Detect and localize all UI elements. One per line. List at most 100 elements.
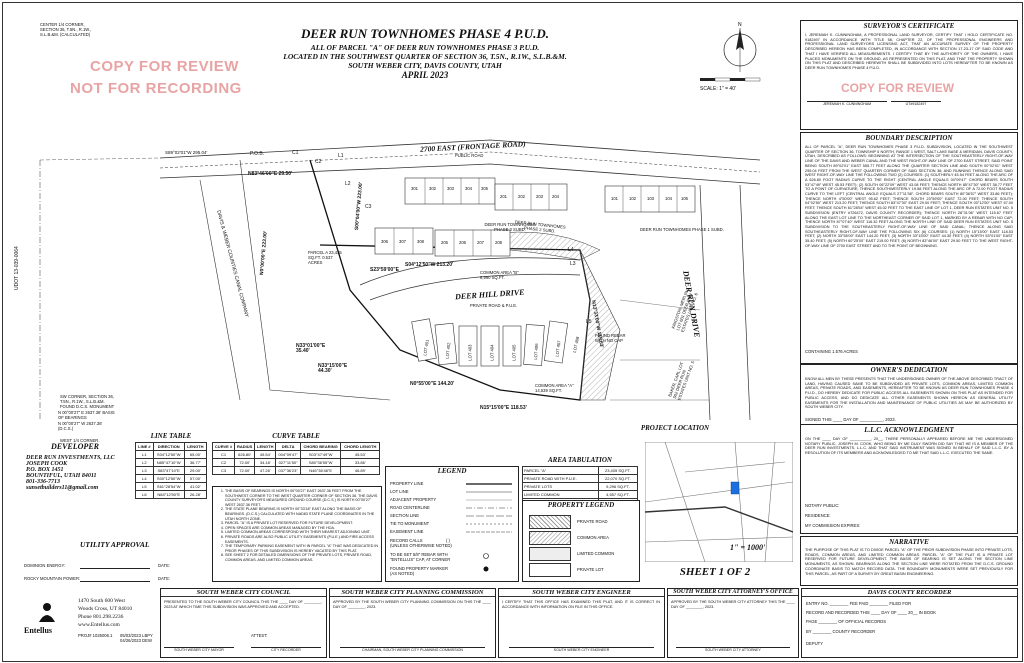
unit-105: 105 (681, 196, 688, 201)
entellus-address-2: Woods Cross, UT 84010 (78, 606, 133, 612)
unit-206: 206 (459, 240, 466, 245)
approval-city-council-text: PRESENTED TO THE SOUTH WEBER CITY COUNCI… (164, 600, 322, 609)
swatch-limited-common (529, 547, 571, 561)
title-date: APRIL 2023 (401, 70, 449, 80)
bearing-4: S23°59'00"E (370, 267, 399, 273)
legend-item-section-line: SECTION LINE (390, 513, 420, 518)
unit-205: 205 (441, 240, 448, 245)
note-item: PRIVATE ROADS ARE ALSO PUBLIC UTILITY EA… (225, 535, 381, 544)
surveyors-certificate-panel: SURVEYOR'S CERTIFICATE I, JEREMIAH K. CU… (800, 20, 1018, 130)
developer-line-4: BOUNTIFUL, UTAH 84011 (26, 473, 97, 479)
project-location-map (645, 442, 793, 562)
legend-item-record-calls: RECORD CALLS (390, 538, 423, 543)
county-recorder-heading: DAVIS COUNTY RECORDER (802, 589, 1017, 597)
owners-signed-date: SIGNED THIS ____ DAY OF __________, 2023… (805, 417, 896, 422)
common-a-label: COMMON AREA "A" 14,539 SQ.FT. (535, 383, 574, 394)
developer-line-6: sunsetbuilders11@gmail.com (26, 485, 99, 491)
developer-line-1: DEER RUN INVESTMENTS, LLC (26, 455, 115, 461)
curve-c1: C1 (292, 150, 299, 156)
note-item: THE BASIS OF BEARINGS IS NORTH 00°00'27"… (225, 489, 381, 507)
entellus-name: Entellus (24, 626, 53, 635)
center-quarter-corner-note: CENTER 1/4 CORNER, SECTION 36, T.5N., R.… (40, 22, 92, 38)
legend-panel: LEGEND PROPERTY LINE LOT LINE ADJACENT P… (385, 466, 519, 582)
approval-city-council: SOUTH WEBER CITY COUNCIL PRESENTED TO TH… (160, 588, 327, 658)
property-legend-heading: PROPERTY LEGEND (547, 501, 615, 509)
recorder-line-2: RECORD AND RECORDED THIS ____ DAY OF ___… (806, 610, 937, 615)
found-rebar-label: FOUND REBAR WITH NO CAP (595, 333, 626, 344)
unit-301: 301 (411, 186, 418, 191)
legend-line-symbols (466, 483, 512, 572)
project-location-heading: PROJECT LOCATION (640, 424, 710, 432)
bearing-8: N0°55'00"E 144.20' (410, 381, 455, 387)
developer-line-5: 801-336-7713 (26, 479, 60, 485)
parcel-a-label: PARCEL A 23,435 SQ.FT. 0.537 ACRES (308, 250, 342, 266)
notes-panel: THE BASIS OF BEARINGS IS NORTH 00°00'27"… (212, 486, 382, 582)
curve-table-header: LENGTH (254, 442, 277, 451)
utility-dominion: DOMINION ENERGY: (24, 563, 66, 568)
approval-city-engineer: SOUTH WEBER CITY ENGINEER I CERTIFY THAT… (498, 588, 665, 658)
legend-item-road-centerline: ROAD CENTERLINE (390, 505, 430, 510)
legend-item-property-line: PROPERTY LINE (390, 481, 424, 486)
approval-planning-sig: CHAIRMAN, SOUTH WEBER CITY PLANNING COMM… (340, 647, 485, 652)
surveyors-certificate-text: I, JEREMIAH K. CUNNINGHAM, A PROFESSIONA… (805, 33, 1013, 70)
curve-table-header: CHORD LENGTH (340, 442, 380, 451)
approval-city-recorder-line: CITY RECORDER (251, 647, 321, 652)
approval-planning-text: APPROVED BY THE SOUTH WEBER CITY PLANNIN… (333, 600, 491, 609)
utility-dominion-date: DATE: (158, 563, 171, 568)
bearing-1: N83°46'00"E 29.50' (248, 171, 293, 177)
unit-308: 308 (417, 239, 424, 244)
curve-c3: C3 (365, 204, 372, 210)
approval-city-council-heading: SOUTH WEBER CITY COUNCIL (161, 589, 326, 597)
bearing-9: N15°15'00"E 118.53' (480, 405, 527, 411)
curve-table-header: RADIUS (234, 442, 256, 451)
table-row: PARCEL "A"23,405 SQ.FT. (522, 466, 639, 475)
boundary-description-panel: BOUNDARY DESCRIPTION ALL OF PARCEL "A", … (800, 132, 1018, 364)
private-road-label: PRIVATE ROAD & P.U.E. (470, 303, 518, 308)
unit-207: 207 (477, 240, 484, 245)
approval-engineer-heading: SOUTH WEBER CITY ENGINEER (499, 589, 664, 597)
property-legend-panel: PROPERTY LEGEND PRIVATE ROAD COMMON AREA… (522, 500, 640, 582)
unit-302: 302 (429, 186, 436, 191)
entellus-logo (34, 598, 60, 624)
boundary-contains: CONTAINING 1.576 ACRES (805, 349, 858, 354)
surveyor-review-stamp: COPY FOR REVIEW (841, 81, 955, 95)
line-table-header: DIRECTION (152, 442, 185, 451)
table-row: PRIVATE ROAD WITH P.U.E.22,070 SQ.FT. (522, 474, 639, 483)
approval-attorney-heading: SOUTH WEBER CITY ATTORNEY'S OFFICE (668, 589, 798, 596)
developer-heading: DEVELOPER (50, 442, 99, 451)
approval-planning-heading: SOUTH WEBER CITY PLANNING COMMISSION (330, 589, 495, 597)
unit-307: 307 (399, 239, 406, 244)
lot-404: LOT 404 (489, 344, 495, 361)
note-item: OPEN SPACES ARE COMMON AREAS MANAGED BY … (225, 526, 381, 531)
public-road-label: PUBLIC ROAD (455, 153, 484, 158)
narrative-text: THE PURPOSE OF THIS PLAT IS TO DIVIDE PA… (805, 548, 1013, 576)
recorder-line-5: DEPUTY (806, 641, 823, 646)
note-item: PARCEL "A" IS A PRIVATE LOT RESERVED FOR… (225, 521, 381, 526)
bearing-5: S04°12'50"W 213.20' (405, 262, 454, 268)
lot-405: LOT 405 (511, 344, 517, 361)
narrative-panel: NARRATIVE THE PURPOSE OF THIS PLAT IS TO… (800, 536, 1018, 586)
owners-dedication-text: KNOW ALL MEN BY THESE PRESENTS THAT THE … (805, 377, 1013, 410)
scale-label: SCALE: 1" = 40' (700, 86, 736, 92)
common-b-label: COMMON AREA "B" 8,990 SQ.FT. (480, 270, 519, 281)
line-l1: L1 (338, 153, 344, 159)
entellus-address-1: 1470 South 600 West (78, 598, 125, 604)
unit-203: 203 (536, 194, 543, 199)
boundary-description-heading: BOUNDARY DESCRIPTION (865, 134, 953, 142)
line-l3: L3 (570, 261, 576, 267)
unit-306: 306 (381, 239, 388, 244)
property-legend-private-lot: PRIVATE LOT (577, 567, 604, 572)
notary-public-line: NOTARY PUBLIC: (805, 503, 840, 508)
unit-102: 102 (629, 196, 636, 201)
curve-c2: C2 (315, 159, 322, 165)
title-line-1: ALL OF PARCEL "A" OF DEER RUN TOWNHOMES … (310, 43, 540, 52)
